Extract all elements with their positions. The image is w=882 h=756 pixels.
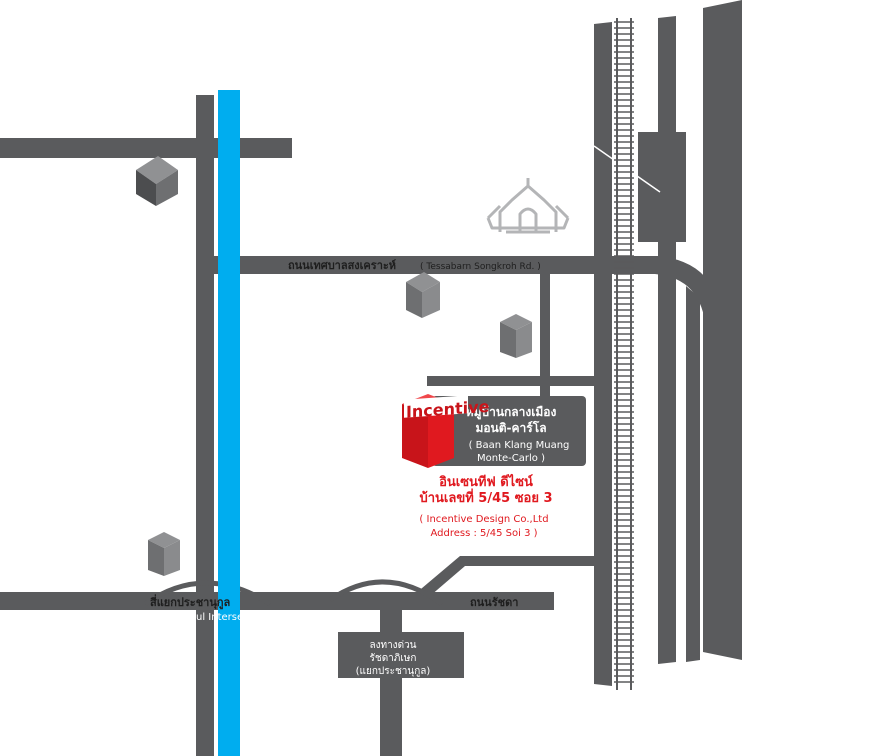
road-right-2 [658, 16, 676, 664]
road-soi-vertical [540, 274, 550, 404]
road-label-ratchada-th: ถนนรัชดา [470, 596, 518, 609]
building-icon [136, 156, 178, 206]
road-label-intersection-en: ul Intersec [196, 612, 249, 623]
overpass-arch-right [328, 579, 444, 607]
road-expressway-ramp [380, 610, 402, 756]
road-right-1 [594, 22, 612, 686]
village-name-en-1: ( Baan Klang Muang [469, 440, 570, 451]
station-line [593, 145, 661, 193]
temple-icon [486, 178, 570, 234]
company-address-en: Address : 5/45 Soi 3 ) [430, 528, 537, 539]
village-label-box [432, 396, 586, 466]
company-name-th: อินเซนทีฟ ดีไซน์ [439, 473, 533, 490]
company-address-th: บ้านเลขที่ 5/45 ซอย 3 [419, 488, 552, 506]
railway-station [638, 132, 686, 242]
railway-icon [614, 18, 634, 690]
road-left-vertical [196, 95, 214, 756]
building-icon [148, 532, 180, 576]
village-name-th-1: หมู่บ้านกลางเมือง [466, 405, 557, 420]
road-label-tessabarn-en: ( Tessabarn Songkroh Rd. ) [420, 262, 541, 272]
roads [0, 0, 742, 756]
road-ratchada [0, 592, 554, 610]
expressway-line-2: รัชดาภิเษก [370, 653, 417, 664]
building-icon [406, 272, 440, 318]
company-name-en: ( Incentive Design Co.,Ltd [419, 514, 548, 525]
road-label-tessabarn-th: ถนนเทศบาลสงเคราะห์ [288, 259, 396, 272]
expressway-line-1: ลงทางด่วน [369, 640, 416, 651]
building-icon [500, 314, 532, 358]
expressway-line-3: (แยกประชานุกูล) [356, 666, 431, 677]
road-label-intersection-th: สี่แยกประชานุกูล [150, 594, 231, 610]
road-right-4 [703, 0, 742, 660]
road-tessabarn [200, 256, 660, 274]
village-name-en-2: Monte-Carlo ) [477, 453, 545, 464]
incentive-logo: Incentive [402, 394, 490, 468]
expressway-label-box [338, 632, 464, 678]
road-village [427, 376, 597, 386]
road-diagonal [415, 556, 597, 596]
road-right-3 [686, 286, 700, 662]
overpass-arch-left [143, 580, 272, 607]
canal [218, 90, 240, 756]
village-name-th-2: มอนติ-คาร์โล [475, 420, 546, 435]
road-top-left [0, 138, 292, 158]
